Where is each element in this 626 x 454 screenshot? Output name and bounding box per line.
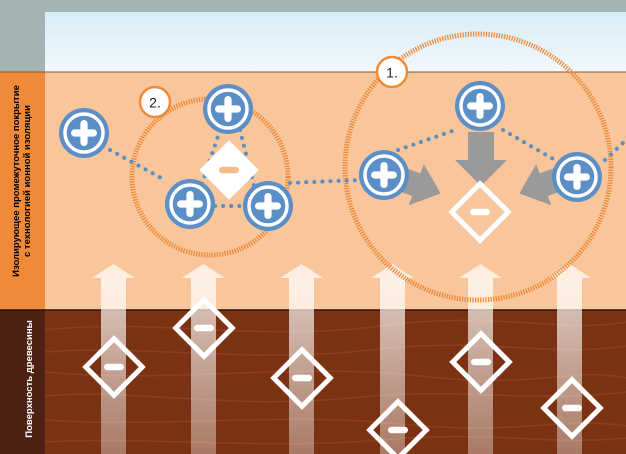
arrow-icon — [455, 132, 507, 186]
callout-1: 1. — [375, 55, 409, 89]
plus-circle-icon — [357, 148, 411, 202]
callout-2-label: 2. — [149, 95, 161, 111]
coating-label-line-2: с технологией ионной изоляции — [22, 105, 33, 257]
cluster-ring-1 — [342, 31, 614, 303]
callout-2: 2. — [138, 85, 172, 119]
plus-circle-icon — [550, 150, 604, 204]
plus-circle-icon — [201, 82, 255, 136]
coating-layer-label: Изолирующее промежуточное покрытие с тех… — [11, 76, 37, 286]
up-arrow-icon — [280, 264, 323, 454]
up-arrow-icon — [459, 264, 502, 454]
coating-label-strip — [0, 72, 45, 310]
up-arrow-icon — [371, 264, 414, 454]
air-layer — [45, 12, 626, 72]
plus-circle-icon — [57, 106, 111, 160]
plus-circle-icon — [453, 79, 507, 133]
callout-1-label: 1. — [386, 65, 398, 81]
wood-layer-label: Поверхность древесины — [24, 320, 35, 438]
plus-circle-icon — [163, 177, 217, 231]
plus-circle-icon — [241, 179, 295, 233]
wood-label-strip — [0, 310, 45, 454]
coating-label-line-1: Изолирующее промежуточное покрытие — [11, 85, 22, 277]
